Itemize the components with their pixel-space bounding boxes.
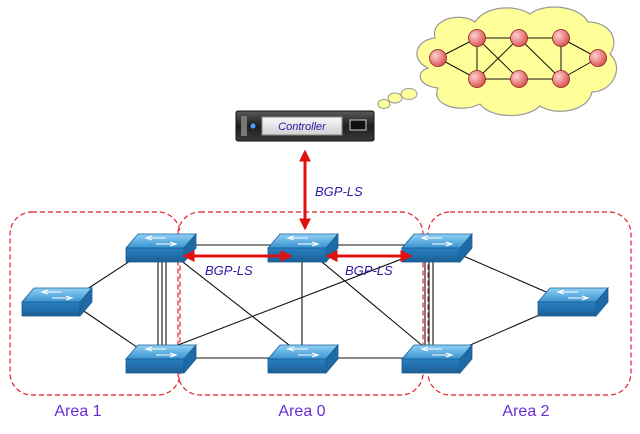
area-1-boundary bbox=[9, 211, 181, 396]
cloud-topology-nodes bbox=[429, 29, 607, 88]
bgp-ls-label-right: BGP-LS bbox=[345, 263, 393, 278]
cloud-node bbox=[468, 29, 486, 47]
controller-label: Controller bbox=[278, 121, 327, 133]
link-tl-bm bbox=[169, 251, 299, 353]
bgp-ls-arrows bbox=[182, 149, 413, 262]
bgp-ls-label-vertical: BGP-LS bbox=[315, 184, 363, 199]
drive-slot-icon bbox=[349, 119, 367, 131]
switch-area2-right bbox=[537, 286, 609, 318]
switch-area1-bottom bbox=[125, 343, 197, 375]
link-tr-bl bbox=[164, 251, 421, 351]
cloud-node bbox=[552, 70, 570, 88]
cloud-node bbox=[589, 49, 607, 67]
switch-area1-left bbox=[21, 286, 93, 318]
link-tm-br bbox=[309, 251, 431, 353]
area-2-label: Area 2 bbox=[502, 403, 549, 420]
bgp-ls-label-left: BGP-LS bbox=[205, 263, 253, 278]
area-0-label: Area 0 bbox=[278, 403, 325, 420]
switch-area2-top bbox=[401, 232, 473, 264]
cloud-node bbox=[552, 29, 570, 47]
cloud-node bbox=[510, 70, 528, 88]
switch-area1-top bbox=[125, 232, 197, 264]
topology-cloud bbox=[416, 6, 618, 117]
cloud-node bbox=[468, 70, 486, 88]
cloud-node bbox=[429, 49, 447, 67]
area-1-label: Area 1 bbox=[54, 403, 101, 420]
switch-area2-bottom bbox=[401, 343, 473, 375]
cloud-node bbox=[510, 29, 528, 47]
power-led-icon bbox=[250, 123, 256, 129]
thought-bubbles bbox=[377, 88, 418, 109]
controller-label-plate bbox=[261, 116, 343, 136]
switch-area0-bottom bbox=[267, 343, 339, 375]
controller-device: Controller bbox=[235, 110, 375, 142]
switch-area0-top bbox=[267, 232, 339, 264]
